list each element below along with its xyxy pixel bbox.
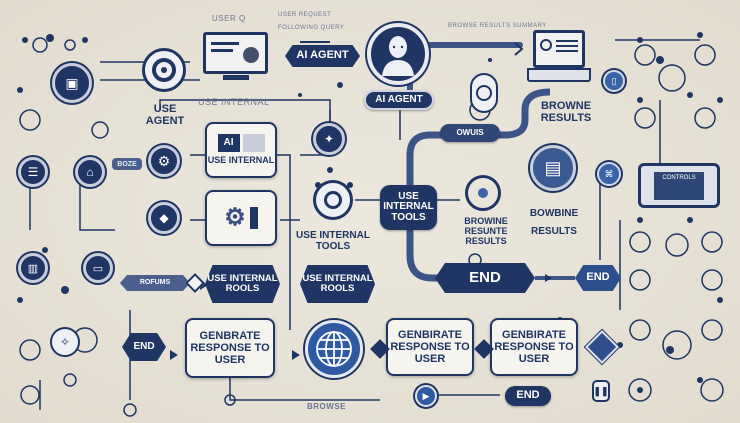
generate-response-card-1[interactable]: GENBRATE RESPONSE TO USER: [185, 318, 275, 378]
browne-results-label: BROWNE RESULTS: [540, 100, 592, 125]
doc-node-icon[interactable]: ▯: [603, 70, 625, 92]
end-node-left[interactable]: END: [122, 333, 166, 361]
ai-agent-avatar-label[interactable]: AI AGENT: [364, 90, 434, 110]
end-node-main[interactable]: END: [435, 263, 535, 293]
home-node-icon[interactable]: ⌂: [75, 157, 105, 187]
compass-node-icon[interactable]: ✦: [313, 123, 345, 155]
use-internal-card[interactable]: AI USE INTERNAL: [205, 122, 277, 178]
generate-response-card-2[interactable]: GENBIRATE RESPONSE TO USER: [386, 318, 474, 376]
screen-node-icon[interactable]: ▣: [52, 63, 92, 103]
globe-icon[interactable]: [305, 320, 363, 378]
use-internal-tools-node[interactable]: USE INTERNAL TOOLS: [380, 185, 437, 230]
control-panel-icon: CONTROLS: [638, 163, 720, 208]
use-agent-label: USE AGENT: [145, 103, 185, 128]
gear-icon: ⚙: [224, 203, 246, 231]
chat-node-icon[interactable]: ⌘: [597, 162, 621, 186]
window-node-icon[interactable]: ▭: [83, 253, 113, 283]
bowbine-results-label: BOWBINE RESULTS: [529, 208, 579, 237]
annotation-note-3: BROWSE RESULTS SUMMARY: [448, 23, 547, 29]
use-internal-rools-node-2[interactable]: USE INTERNAL ROOLS: [300, 265, 375, 303]
browse-label: BROWSE: [307, 402, 346, 411]
browine-resunte-results-label: BROWINE RESUNTE RESULTS: [464, 216, 508, 246]
rorums-tag: ROFUMS: [120, 275, 190, 291]
network-icon[interactable]: [313, 180, 353, 220]
use-internal-card-label: USE INTERNAL: [207, 155, 275, 166]
gear-card[interactable]: ⚙: [205, 190, 277, 246]
use-internal-faint-label: USE INTERNAL: [198, 97, 270, 107]
avatar-icon[interactable]: [367, 23, 429, 85]
laptop-icon: [527, 30, 591, 90]
bote-tag: BOZE: [112, 158, 142, 170]
end-node-bottom[interactable]: END: [505, 386, 551, 406]
gear-node-icon[interactable]: ⚙: [148, 145, 180, 177]
ai-badge: AI: [217, 134, 240, 153]
compass-icon: ✧: [50, 327, 80, 357]
chart-node-icon[interactable]: ▥: [18, 253, 48, 283]
end-node-right[interactable]: END: [575, 265, 621, 291]
wheel-icon: [465, 175, 501, 211]
camera-icon: [470, 73, 498, 113]
ai-agent-node[interactable]: AI AGENT: [285, 45, 360, 67]
list-node-icon[interactable]: ☰: [18, 157, 48, 187]
book-icon[interactable]: ▤: [530, 145, 576, 191]
use-internal-rools-node-1[interactable]: USE INTERNAL ROOLS: [205, 265, 280, 303]
panel-title: CONTROLS: [654, 172, 704, 200]
monitor-icon: [203, 32, 268, 82]
flag-node-icon[interactable]: ◆: [148, 202, 180, 234]
annotation-note-2: FOLLOWING QUERY: [278, 25, 345, 31]
user-query-note: USER Q: [212, 14, 246, 23]
target-icon[interactable]: [142, 48, 186, 92]
generate-response-card-3[interactable]: GENBIRATE RESPONSE TO USER: [490, 318, 578, 376]
owuis-tag: OWUIS: [440, 124, 500, 142]
use-internal-tools-label: USE INTERNAL TOOLS: [296, 230, 370, 252]
pause-icon: ❚❚: [592, 380, 610, 402]
annotation-note-1: USER REQUEST: [278, 12, 332, 18]
send-node-icon[interactable]: ▶: [415, 385, 437, 407]
